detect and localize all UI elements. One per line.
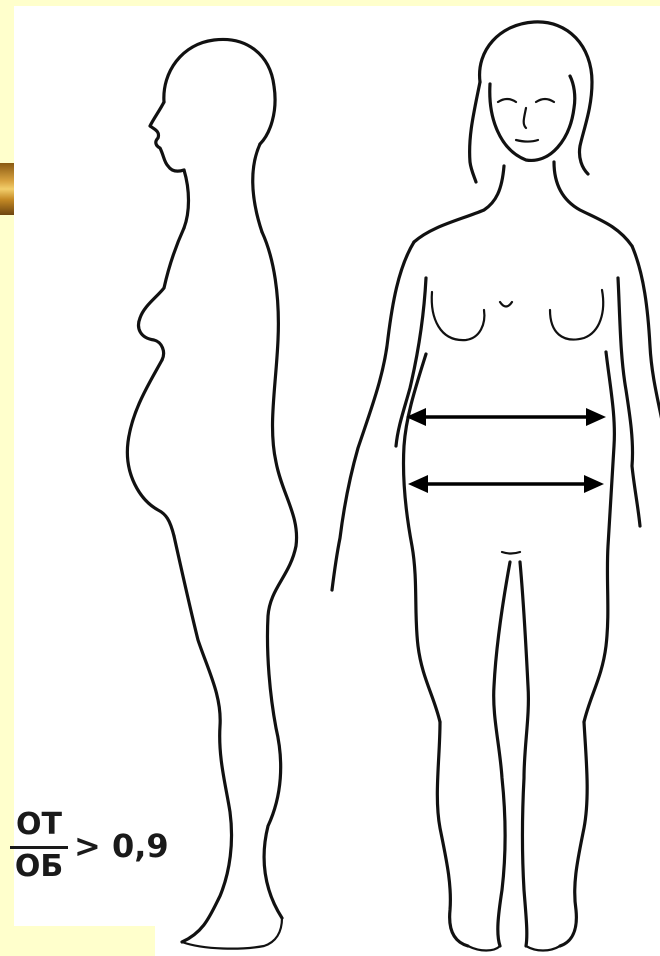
front-right-arm-inner: [618, 278, 640, 526]
front-right-foot: [526, 946, 560, 951]
front-left-leg-inner: [494, 562, 510, 946]
front-right-torso-outline: [584, 352, 614, 722]
front-face-outline: [490, 76, 575, 160]
waist-measurement-arrow: [406, 408, 606, 426]
side-belly-outline: [127, 360, 174, 536]
side-head-outline: [164, 39, 275, 144]
front-right-breast: [550, 290, 603, 340]
front-left-foot: [468, 946, 500, 951]
front-mouth: [516, 140, 538, 142]
side-back-outline: [262, 232, 297, 918]
front-right-leg-inner: [520, 562, 528, 946]
front-left-torso-outline: [403, 354, 440, 722]
front-left-breast: [432, 292, 485, 340]
front-right-neck-shoulder: [554, 162, 632, 246]
ratio-comparison: > 0,9: [74, 828, 169, 864]
front-left-leg-outer: [437, 722, 468, 946]
front-view-figure: [332, 22, 660, 951]
accent-bar: [0, 163, 14, 215]
side-front-of-neck: [184, 170, 189, 228]
front-nose: [524, 108, 526, 128]
side-chest-outline: [139, 228, 184, 360]
front-left-neck-shoulder: [414, 166, 504, 242]
side-back-of-neck: [253, 144, 262, 232]
front-chest-center: [500, 302, 512, 307]
ratio-fraction: ОТ ОБ: [8, 806, 70, 886]
bottom-strip: [0, 926, 155, 956]
fraction-numerator: ОТ: [8, 808, 70, 842]
waist-hip-ratio-formula: ОТ ОБ > 0,9: [4, 806, 234, 886]
front-hair-left: [470, 82, 480, 182]
front-right-leg-outer: [560, 722, 587, 946]
front-right-eye: [536, 99, 554, 102]
side-face-profile: [150, 102, 184, 171]
front-left-eye: [498, 99, 516, 102]
front-groin-line: [502, 552, 520, 554]
hip-measurement-arrow: [408, 475, 604, 493]
fraction-denominator: ОБ: [8, 850, 70, 884]
